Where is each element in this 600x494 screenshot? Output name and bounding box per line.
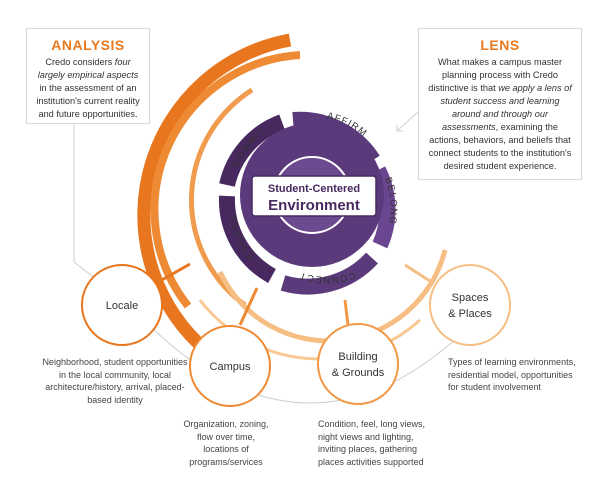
label-connect: CONNECT (298, 269, 357, 285)
analysis-text: Credo considers four largely empirical a… (36, 57, 140, 119)
campus-note: Organization, zoning, flow over time, lo… (183, 419, 269, 467)
analysis-box: ANALYSIS Credo considers four largely em… (26, 28, 150, 124)
node-spaces-label-2: & Places (448, 308, 492, 320)
lens-connector-arrow (396, 125, 403, 132)
segment-commit (219, 114, 285, 187)
segment-engage (218, 195, 277, 284)
arc-band-2 (150, 51, 301, 309)
locale-spoke (159, 262, 191, 283)
building-note: Condition, feel, long views, night views… (318, 419, 426, 467)
node-spaces-label-1: Spaces (452, 292, 489, 304)
center-label-box (251, 175, 377, 217)
node-locale: Locale (81, 264, 163, 346)
arc-band-3 (188, 87, 254, 308)
lens-text: What makes a campus master planning proc… (428, 57, 572, 171)
arc-band-bottom-2 (198, 299, 422, 361)
node-campus-label: Campus (210, 361, 251, 373)
arc-band-outer (137, 33, 292, 348)
node-locale-label: Locale (106, 300, 138, 312)
analysis-title: ANALYSIS (51, 37, 125, 53)
spaces-spoke (404, 263, 434, 285)
lens-title: LENS (480, 37, 520, 53)
node-campus: Campus (189, 325, 271, 407)
locale-note: Neighborhood, student opportunities in t… (42, 357, 188, 405)
segment-connect (280, 252, 378, 295)
node-spokes (159, 262, 434, 326)
lens-connector (396, 111, 419, 132)
lens-box: LENS What makes a campus master planning… (418, 28, 582, 180)
node-building-label-1: Building (338, 351, 377, 363)
node-building: Building & Grounds (317, 323, 399, 405)
campus-spoke (238, 287, 259, 326)
analysis-connector (73, 123, 101, 283)
building-spoke (343, 299, 350, 326)
spaces-note: Types of learning environments, resident… (448, 357, 576, 392)
center-line1: Student-Centered (268, 183, 360, 195)
node-spaces: Spaces & Places (429, 264, 511, 346)
center-line2: Environment (268, 197, 360, 214)
node-building-label-2: & Grounds (332, 367, 385, 379)
